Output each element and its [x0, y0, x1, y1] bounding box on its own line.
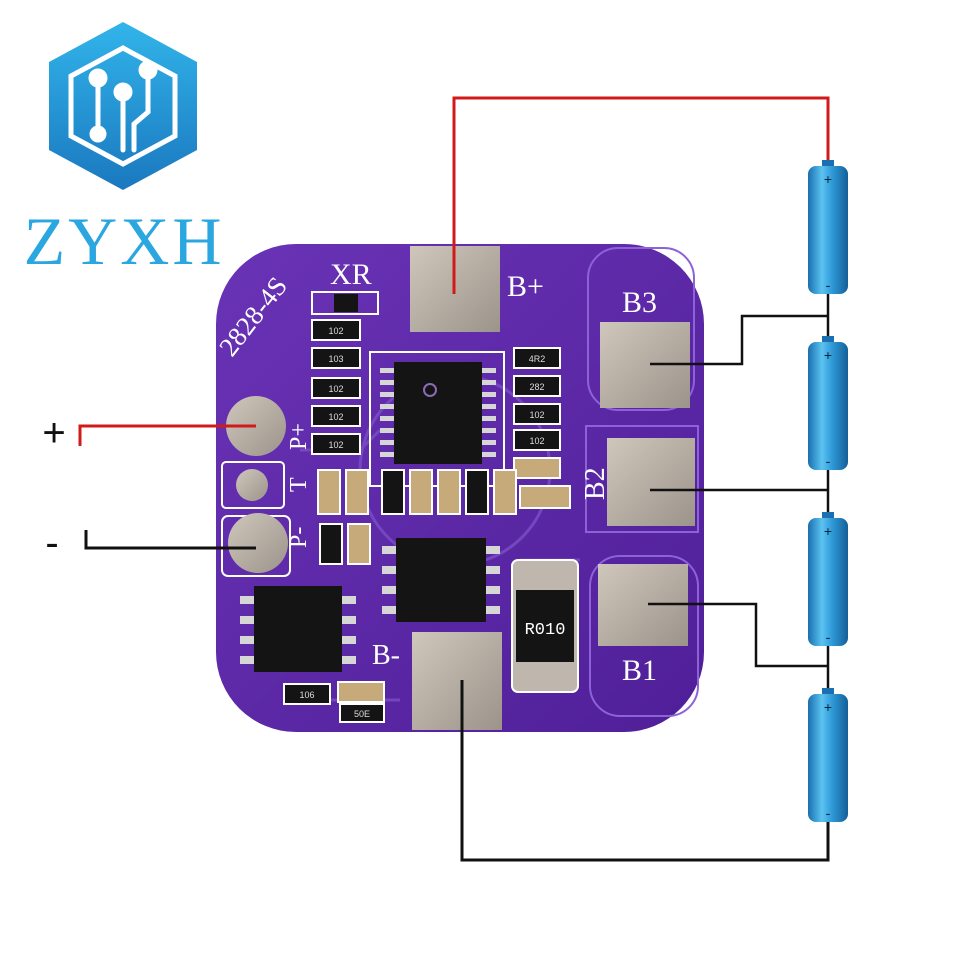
component-code-5: 102 — [328, 440, 343, 450]
component-code-3: 102 — [328, 384, 343, 394]
component-code-2: 103 — [328, 354, 343, 364]
capacitor-row — [317, 469, 571, 565]
wires — [78, 96, 830, 862]
cell-negative-mark: - — [826, 277, 831, 293]
mosfet-lower — [240, 586, 356, 672]
battery-cell: + - — [808, 512, 848, 646]
component-code-7: 282 — [529, 382, 544, 392]
resistor-column-left — [311, 319, 361, 455]
small-transistor-body — [334, 294, 358, 312]
pcb-board: 2828-4S XR B+ B3 B2 B1 B- P+ T P- — [213, 244, 704, 732]
pad-b-minus — [412, 632, 502, 730]
circuit-icon — [68, 45, 178, 167]
brand-name: ZYXH — [24, 203, 225, 279]
resistor-column-right — [513, 347, 561, 479]
wire-load-positive — [78, 424, 256, 446]
cell-negative-mark: - — [826, 805, 831, 821]
sense-resistor — [511, 559, 579, 693]
sense-resistor-code: R010 — [525, 621, 566, 640]
component-code-4: 102 — [328, 412, 343, 422]
pad-b3-label: B3 — [622, 286, 657, 319]
wire-b-plus — [452, 96, 830, 294]
battery-cell: + - — [808, 336, 848, 470]
cell-negative-mark: - — [826, 629, 831, 645]
bottom-small-parts — [283, 681, 385, 723]
battery-cell: + - — [808, 160, 848, 294]
component-code-1: 102 — [328, 326, 343, 336]
component-code-8: 102 — [529, 410, 544, 420]
pad-t-label: T — [286, 477, 312, 492]
battery-stack: + - + - + - + - — [808, 160, 848, 822]
pad-b-plus-label: B+ — [507, 270, 544, 303]
pad-p-minus — [228, 513, 288, 573]
pad-b1-outline — [589, 555, 699, 717]
brand-logo: ZYXH — [24, 22, 225, 279]
board-maker-label: XR — [330, 258, 372, 291]
pad-b1-label: B1 — [622, 654, 657, 687]
wire-b3 — [650, 314, 828, 366]
component-code-12: 50E — [354, 709, 370, 719]
pad-t — [236, 469, 268, 501]
load-positive-label: + — [42, 411, 65, 455]
pad-b2-outline — [585, 425, 699, 533]
pad-p-plus-label: P+ — [286, 423, 312, 450]
cell-negative-mark: - — [826, 453, 831, 469]
load-negative-label: - — [45, 521, 58, 565]
pad-b2 — [607, 438, 695, 526]
component-code-11: 106 — [299, 690, 314, 700]
pad-b3-outline — [587, 247, 695, 411]
cell-positive-mark: + — [824, 171, 832, 187]
wire-b1 — [648, 602, 828, 668]
wire-b-minus — [460, 680, 830, 862]
battery-cell: + - — [808, 688, 848, 822]
small-transistor — [311, 291, 379, 315]
pad-b-minus-label: B- — [372, 640, 400, 671]
cell-positive-mark: + — [824, 347, 832, 363]
component-code-9: 102 — [529, 436, 544, 446]
pad-t-frame — [221, 461, 285, 509]
cell-positive-mark: + — [824, 699, 832, 715]
wire-load-negative — [84, 530, 256, 550]
cell-positive-mark: + — [824, 523, 832, 539]
pad-p-minus-label: P- — [286, 527, 312, 548]
mosfet-upper — [382, 538, 500, 622]
pad-b2-label: B2 — [580, 467, 611, 500]
main-ic — [369, 351, 505, 487]
component-code-6: 4R2 — [529, 354, 546, 364]
